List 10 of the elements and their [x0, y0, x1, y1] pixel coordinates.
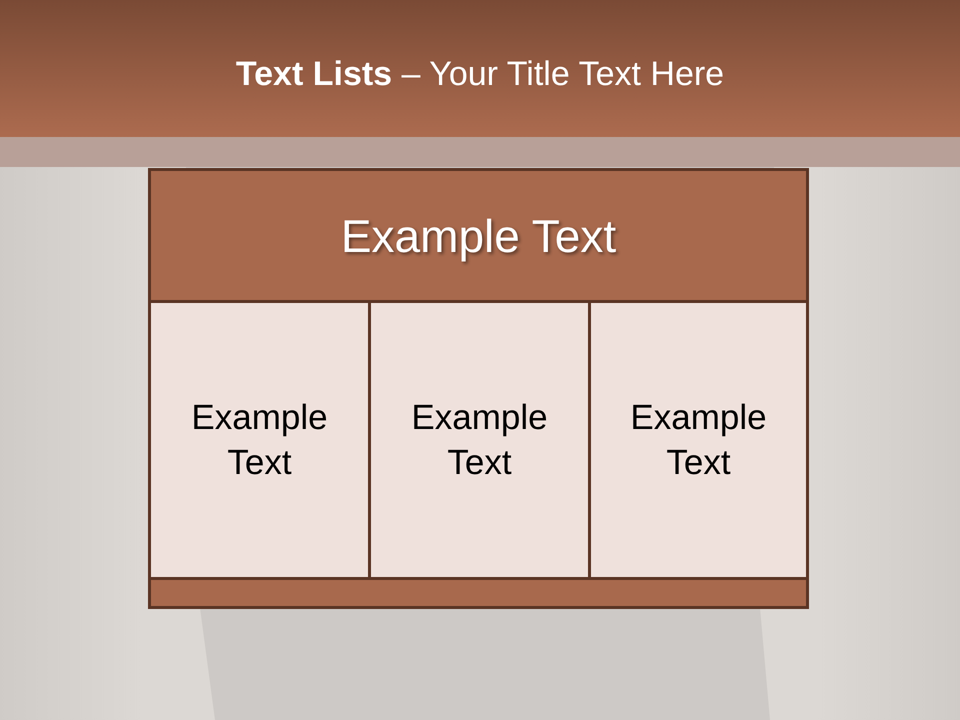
header-band: [148, 168, 809, 303]
table-cell: [588, 300, 809, 580]
table-cell: [368, 300, 591, 580]
header-text: Example Text: [340, 208, 616, 262]
slide-title: Text Lists – Your Title Text Here: [234, 54, 726, 95]
cell-text: Example Text: [190, 397, 329, 484]
cell-text: Example Text: [629, 397, 768, 484]
footer-band: [148, 577, 809, 609]
cell-text: Example Text: [410, 397, 549, 484]
table-cell: [148, 300, 371, 580]
